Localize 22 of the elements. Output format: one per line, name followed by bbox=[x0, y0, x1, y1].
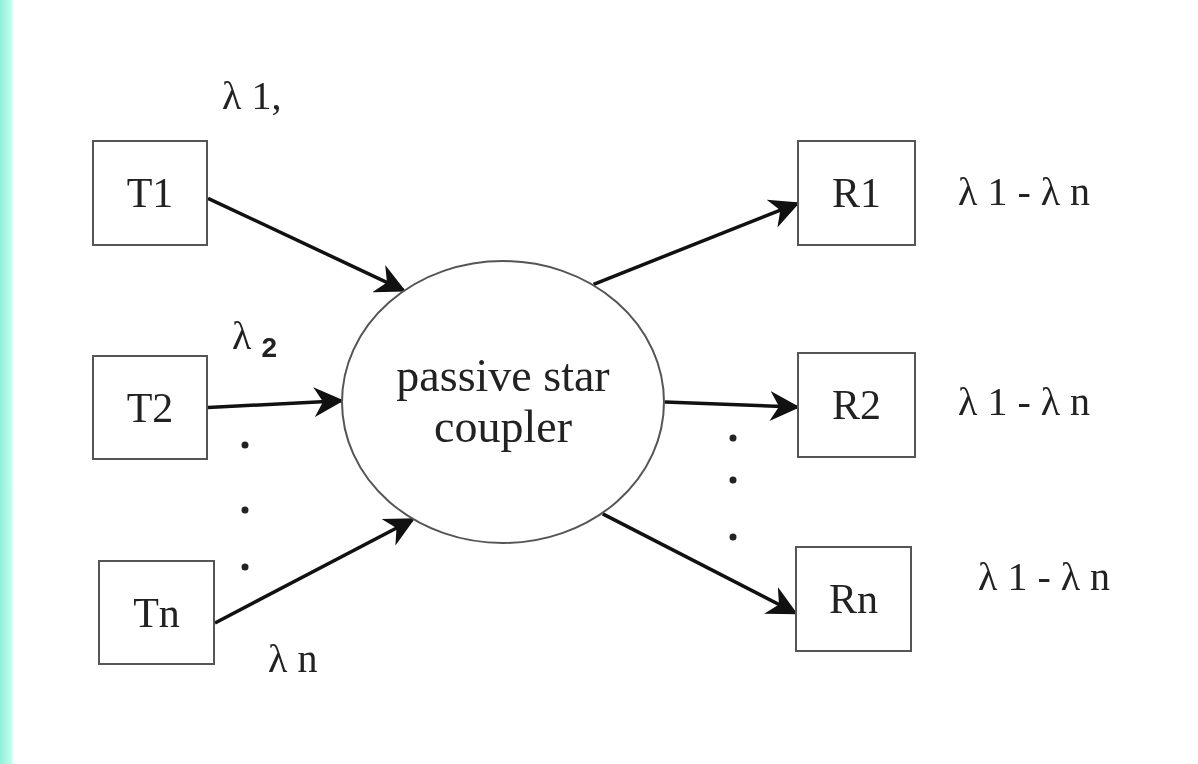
wavelength-label: λ 1 - λ n bbox=[958, 378, 1091, 425]
wavelength-label: λ 1 - λ n bbox=[958, 168, 1091, 215]
wavelength-label: λ 1 - λ n bbox=[978, 553, 1111, 600]
terminal-label: T2 bbox=[126, 383, 174, 432]
arrow bbox=[207, 196, 406, 293]
wavelength-label: λ 1, bbox=[222, 72, 282, 119]
terminal-label: Rn bbox=[829, 575, 878, 623]
terminal-box bbox=[92, 355, 208, 460]
terminal-label: Tn bbox=[133, 588, 180, 637]
terminal-box bbox=[797, 352, 916, 458]
arrow bbox=[214, 518, 416, 625]
terminal-box bbox=[797, 140, 916, 246]
terminal-label: R2 bbox=[832, 381, 881, 429]
terminal-label: R1 bbox=[832, 169, 881, 217]
wavelength-label: λ $_{2}$ bbox=[232, 312, 277, 364]
coupler-ellipse bbox=[341, 260, 665, 544]
terminal-label: T1 bbox=[126, 169, 174, 217]
wavelength-label: λ n bbox=[268, 635, 318, 682]
terminal-box bbox=[98, 560, 215, 665]
coupler-label: passive star coupler bbox=[395, 351, 611, 453]
terminal-box bbox=[92, 140, 208, 246]
terminal-box bbox=[795, 546, 912, 652]
